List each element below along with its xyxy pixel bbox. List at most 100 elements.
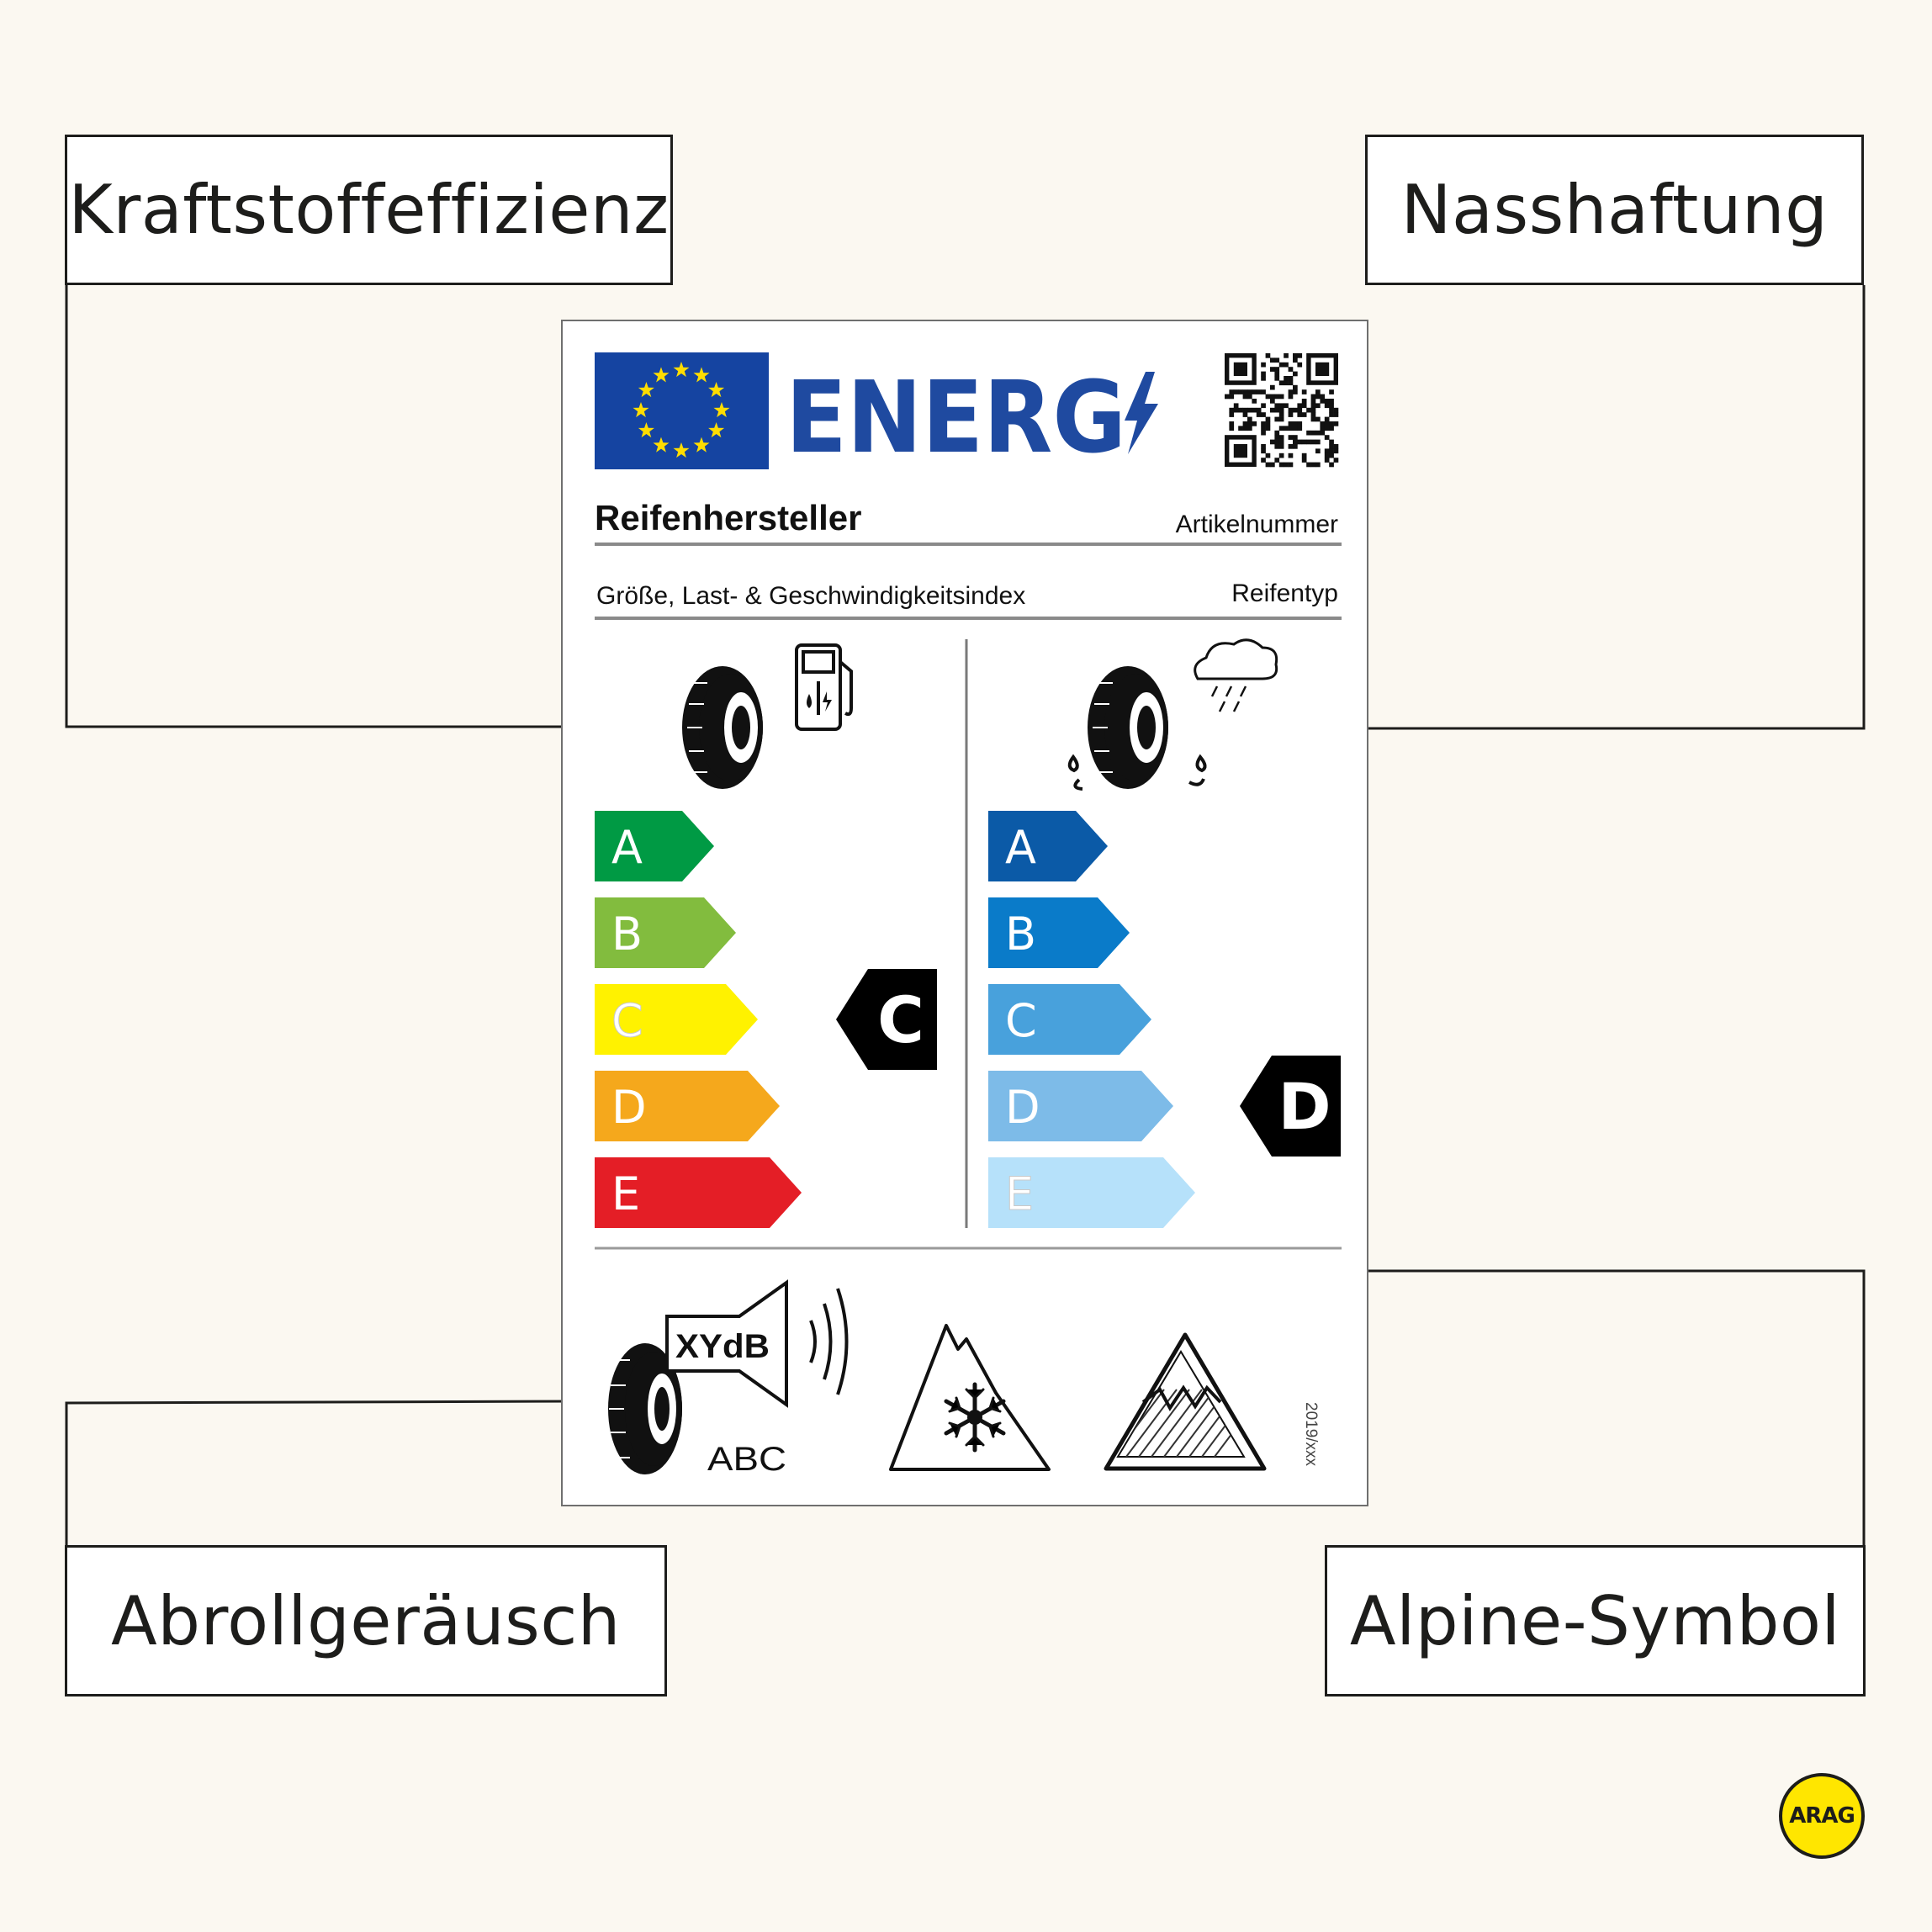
qr-module	[1261, 403, 1266, 409]
qr-module	[1329, 399, 1334, 404]
qr-module	[1265, 416, 1271, 422]
qr-module	[1324, 458, 1330, 463]
qr-module	[1270, 357, 1275, 363]
qr-module	[1247, 426, 1252, 431]
qr-module	[1274, 416, 1280, 422]
qr-module	[1274, 371, 1280, 377]
eu-tyre-label: ENERG	[561, 320, 1368, 1506]
qr-module	[1252, 399, 1257, 404]
qr-module	[1233, 389, 1239, 394]
eu-star	[693, 367, 710, 383]
arag-logo: ARAG	[1779, 1773, 1865, 1859]
qr-module	[1278, 407, 1284, 413]
fuel-pump-icon	[795, 643, 853, 731]
wet-class-bar-e	[988, 1157, 1195, 1228]
fuel-class-letter-c: C	[611, 994, 643, 1047]
qr-module	[1242, 407, 1248, 413]
qr-module	[1256, 412, 1262, 417]
qr-module	[1315, 403, 1321, 409]
water-splash-icon	[1067, 754, 1207, 791]
callout-rolling-noise: Abrollgeräusch	[65, 1545, 667, 1696]
version-code: 2019/xxx	[1302, 1402, 1320, 1467]
qr-module	[1320, 426, 1326, 431]
qr-module	[1284, 362, 1289, 368]
qr-module	[1229, 426, 1235, 431]
qr-module	[1242, 389, 1248, 394]
tyre-noise-icon	[608, 1343, 682, 1474]
qr-module	[1315, 389, 1321, 394]
qr-module	[1329, 426, 1334, 431]
qr-module	[1288, 367, 1294, 372]
wet-class-letter-d: D	[1005, 1081, 1040, 1134]
qr-module	[1293, 353, 1298, 358]
qr-module	[1265, 453, 1271, 458]
qr-module	[1315, 439, 1321, 445]
qr-module	[1329, 448, 1334, 454]
qr-module	[1265, 421, 1271, 426]
qr-module	[1320, 430, 1326, 436]
qr-module	[1233, 407, 1239, 413]
qr-module	[1310, 439, 1316, 445]
qr-module	[1278, 426, 1284, 431]
qr-module	[1320, 394, 1326, 400]
eu-star	[653, 437, 670, 453]
qr-module	[1229, 389, 1235, 394]
qr-module	[1233, 403, 1239, 409]
qr-module	[1274, 435, 1280, 440]
fuel-class-letter-a: A	[611, 821, 643, 874]
qr-module	[1310, 399, 1316, 404]
qr-module	[1310, 394, 1316, 400]
size-index-label: Größe, Last- & Geschwindigkeitsindex	[596, 582, 1026, 610]
qr-module	[1329, 412, 1334, 417]
qr-module	[1297, 439, 1303, 445]
qr-module	[1329, 462, 1334, 468]
qr-module	[1274, 458, 1280, 463]
qr-module	[1297, 362, 1303, 368]
qr-module	[1284, 376, 1289, 381]
wet-selected-letter: D	[1278, 1069, 1331, 1144]
eu-star	[638, 382, 654, 398]
qr-module	[1261, 458, 1266, 463]
qr-module	[1301, 389, 1307, 394]
qr-module	[1315, 394, 1321, 400]
qr-module	[1288, 444, 1294, 449]
qr-module	[1247, 394, 1252, 400]
fuel-class-letter-e: E	[611, 1167, 640, 1220]
qr-module	[1315, 462, 1321, 468]
qr-module	[1274, 376, 1280, 381]
qr-module	[1238, 426, 1243, 431]
qr-module	[1329, 439, 1334, 445]
qr-module	[1297, 412, 1303, 417]
wet-class-letter-a: A	[1005, 821, 1036, 874]
qr-module	[1293, 421, 1298, 426]
callout-alpine-symbol-text: Alpine-Symbol	[1349, 1581, 1841, 1660]
qr-module	[1284, 380, 1289, 386]
qr-module	[1310, 407, 1316, 413]
qr-module	[1288, 453, 1294, 458]
qr-finder-center	[1233, 444, 1247, 458]
energy-wordmark: ENERG	[786, 359, 1126, 475]
fuel-class-bar-b	[595, 897, 736, 968]
eu-star	[673, 362, 690, 378]
qr-module	[1333, 421, 1339, 426]
qr-module	[1288, 462, 1294, 468]
qr-module	[1324, 453, 1330, 458]
qr-module	[1306, 462, 1311, 468]
qr-module	[1252, 421, 1257, 426]
qr-module	[1288, 394, 1294, 400]
eu-star	[693, 437, 710, 453]
qr-module	[1333, 458, 1339, 463]
qr-module	[1324, 448, 1330, 454]
noise-value-label: XYdB	[675, 1328, 770, 1365]
qr-module	[1238, 389, 1243, 394]
eu-stars-icon	[633, 362, 730, 458]
qr-module	[1265, 426, 1271, 431]
qr-module	[1229, 412, 1235, 417]
qr-module	[1297, 421, 1303, 426]
qr-module	[1293, 439, 1298, 445]
callout-fuel-efficiency-text: Kraftstoffeffizienz	[68, 171, 670, 249]
qr-module	[1229, 394, 1235, 400]
lightning-icon	[1125, 372, 1158, 454]
wet-class-bar-a	[988, 811, 1108, 881]
noise-class-letters: ABC	[707, 1441, 786, 1478]
